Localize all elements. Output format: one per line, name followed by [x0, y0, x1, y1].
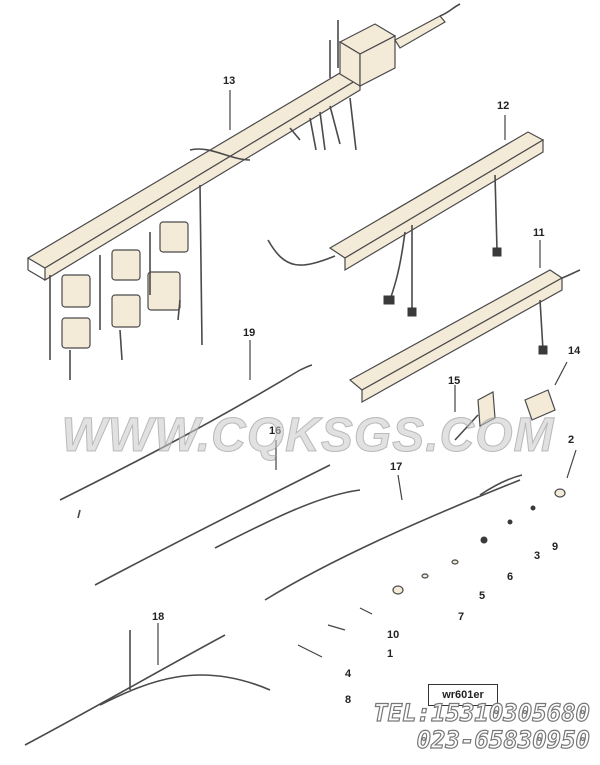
- callout-16: 16: [269, 425, 281, 437]
- reference-box: wr601er: [428, 684, 498, 706]
- callout-14: 14: [568, 345, 581, 357]
- callout-15: 15: [448, 375, 460, 387]
- callout-7: 7: [458, 611, 464, 623]
- callout-5: 5: [479, 590, 485, 602]
- rail-11: [348, 269, 581, 404]
- harness-16: [94, 464, 361, 586]
- callout-12: 12: [497, 100, 509, 112]
- harness-17: [264, 474, 523, 601]
- leader-arrows: [157, 90, 577, 665]
- callout-13: 13: [223, 75, 235, 87]
- phone-line: 023-65830950: [416, 726, 591, 754]
- callout-1: 1: [387, 648, 393, 660]
- loose-parts: [297, 488, 566, 658]
- callout-2: 2: [568, 434, 574, 446]
- callout-18: 18: [152, 611, 164, 623]
- callout-3: 3: [534, 550, 540, 562]
- bracket-15: [454, 391, 496, 441]
- callout-8: 8: [345, 694, 351, 706]
- harness-19: [59, 364, 313, 519]
- callout-10: 10: [387, 629, 399, 641]
- callout-11: 11: [533, 227, 545, 239]
- bracket-14: [524, 389, 556, 421]
- tel-line: TEL:15310305680: [373, 699, 591, 727]
- rail-12: [267, 131, 545, 317]
- callout-9: 9: [552, 541, 558, 553]
- contact-block: TEL:15310305680 023-65830950: [300, 699, 591, 754]
- harness-18: [24, 630, 271, 746]
- callout-4: 4: [345, 668, 352, 680]
- watermark: WWW.CQKSGS.COM: [61, 409, 555, 463]
- callout-17: 17: [390, 461, 402, 473]
- callout-19: 19: [243, 327, 255, 339]
- callout-6: 6: [507, 571, 513, 583]
- rail-assembly-13: [26, 3, 461, 380]
